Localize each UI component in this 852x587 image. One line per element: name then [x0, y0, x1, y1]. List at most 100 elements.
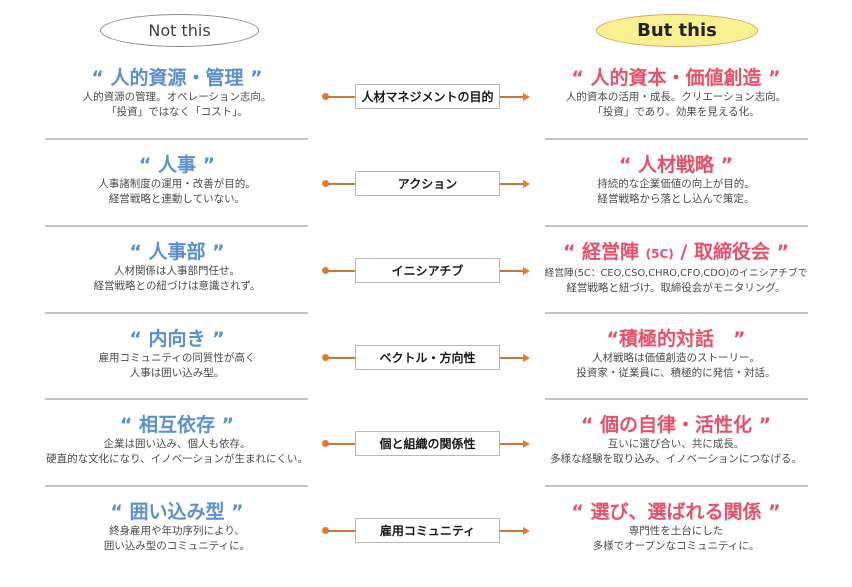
old-title: “ 人事 ”: [138, 154, 216, 176]
comparison-row-vector: “ 内向き ” 雇用コミュニティの同質性が高く 人事は囲い込み型。 ベクトル・方…: [0, 327, 852, 414]
title-part-small: (5C): [645, 247, 674, 261]
connector-line: [500, 357, 524, 359]
new-approach: “ 経営陣 (5C) / 取締役会 ” 経営陣(5C：CEO,CSO,CHRO,…: [531, 240, 821, 296]
new-approach: “ 人的資本・価値創造 ” 人的資本の活用・成長。クリエーション志向。 「投資」…: [531, 66, 821, 120]
new-title: “ 人的資本・価値創造 ”: [571, 67, 781, 89]
category-box: 個と組織の関係性: [355, 431, 500, 456]
comparison-row-community: “ 囲い込み型 ” 終身雇用や年功序列により、 囲い込み型のコミュニティに。 雇…: [0, 500, 852, 587]
new-title: “ 人材戦略 ”: [618, 154, 734, 176]
connector-line: [325, 270, 355, 272]
old-title: “ 相互依存 ”: [119, 414, 235, 436]
not-this-header: Not this: [100, 14, 259, 47]
new-approach: “ 選び、選ばれる関係 ” 専門性を土台にした 多様でオープンなコミュニティに。: [531, 500, 821, 554]
new-desc-line: 多様な経験を取り込み、イノベーションにつなげる。: [550, 453, 802, 465]
new-title: “ 選び、選ばれる関係 ”: [571, 501, 781, 523]
category-box: ベクトル・方向性: [355, 345, 500, 370]
new-desc-line: 持続的な企業価値の向上が目的。: [597, 178, 755, 190]
connector-line: [325, 183, 355, 185]
old-title: “ 人的資源・管理 ”: [91, 67, 263, 89]
category-label: 雇用コミュニティ: [379, 524, 476, 538]
row-divider: [45, 485, 308, 487]
new-desc-line: 「投資」であり、効果を見える化。: [592, 106, 760, 118]
title-part: “ 経営陣: [562, 241, 646, 263]
old-desc-line: 人材関係は人事部門任せ。: [114, 265, 240, 277]
old-approach: “ 相互依存 ” 企業は囲い込み、個人も依存。 硬直的な文化になり、イノベーショ…: [32, 413, 322, 467]
new-title: “ 経営陣 (5C) / 取締役会 ”: [531, 240, 821, 266]
connector-line: [500, 530, 524, 532]
row-divider: [45, 138, 308, 140]
title-part: / 取締役会 ”: [673, 241, 790, 263]
old-desc-line: 「投資」ではなく「コスト」。: [106, 106, 248, 118]
old-desc-line: 人事は囲い込み型。: [129, 367, 225, 379]
old-approach: “ 人事部 ” 人材関係は人事部門任せ。 経営戦略との紐づけは意識されず。: [32, 240, 322, 294]
old-desc-line: 雇用コミュニティの同質性が高く: [98, 352, 256, 364]
connector-line: [325, 357, 355, 359]
arrow-right-icon: [523, 527, 530, 535]
category-box: イニシアチブ: [355, 258, 500, 283]
new-desc-line: 投資家・従業員に、積極的に発信・対話。: [576, 367, 776, 379]
new-desc-line: 多様でオープンなコミュニティに。: [592, 540, 760, 552]
old-approach: “ 内向き ” 雇用コミュニティの同質性が高く 人事は囲い込み型。: [32, 327, 322, 381]
but-this-label: But this: [637, 20, 717, 41]
old-title: “ 人事部 ”: [129, 241, 225, 263]
connector-line: [325, 96, 355, 98]
row-divider: [45, 398, 308, 400]
old-approach: “ 人的資源・管理 ” 人的資源の管理。オペレーション志向。 「投資」ではなく「…: [32, 66, 322, 120]
new-title: “積極的対話 ”: [606, 328, 746, 350]
new-desc-line: 互いに選び合い、共に成長。: [607, 438, 745, 450]
new-approach: “ 人材戦略 ” 持続的な企業価値の向上が目的。 経営戦略から落とし込んで策定。: [531, 153, 821, 207]
new-approach: “積極的対話 ” 人材戦略は価値創造のストーリー。 投資家・従業員に、積極的に発…: [531, 327, 821, 381]
not-this-label: Not this: [148, 21, 211, 40]
connector-line: [500, 270, 524, 272]
old-desc-line: 経営戦略と連動していない。: [108, 193, 246, 205]
new-desc-line: 経営戦略と紐づけ。取締役会がモニタリング。: [566, 282, 786, 294]
old-desc-line: 経営戦略との紐づけは意識されず。: [93, 280, 261, 292]
category-label: 人材マネジメントの目的: [361, 90, 494, 104]
category-box: 雇用コミュニティ: [355, 518, 500, 543]
old-desc-line: 人的資源の管理。オペレーション志向。: [82, 91, 272, 103]
old-approach: “ 人事 ” 人事諸制度の運用・改善が目的。 経営戦略と連動していない。: [32, 153, 322, 207]
comparison-row-relationship: “ 相互依存 ” 企業は囲い込み、個人も依存。 硬直的な文化になり、イノベーショ…: [0, 413, 852, 500]
connector-line: [500, 443, 524, 445]
old-desc-line: 囲い込み型のコミュニティに。: [103, 540, 251, 552]
arrow-right-icon: [523, 180, 530, 188]
category-label: イニシアチブ: [391, 264, 464, 278]
arrow-right-icon: [523, 354, 530, 362]
new-desc-line: 経営戦略から落とし込んで策定。: [597, 193, 755, 205]
comparison-row-purpose: “ 人的資源・管理 ” 人的資源の管理。オペレーション志向。 「投資」ではなく「…: [0, 66, 852, 153]
new-approach: “ 個の自律・活性化 ” 互いに選び合い、共に成長。 多様な経験を取り込み、イノ…: [531, 413, 821, 467]
category-label: ベクトル・方向性: [379, 351, 476, 365]
connector-line: [325, 530, 355, 532]
new-desc-line: 人材戦略は価値創造のストーリー。: [592, 352, 760, 364]
comparison-row-action: “ 人事 ” 人事諸制度の運用・改善が目的。 経営戦略と連動していない。 アクシ…: [0, 153, 852, 240]
row-divider: [545, 398, 808, 400]
arrow-right-icon: [523, 93, 530, 101]
row-divider: [45, 225, 308, 227]
old-approach: “ 囲い込み型 ” 終身雇用や年功序列により、 囲い込み型のコミュニティに。: [32, 500, 322, 554]
old-desc-line: 硬直的な文化になり、イノベーションが生まれにくい。: [46, 453, 308, 465]
old-desc-line: 終身雇用や年功序列により、: [109, 525, 245, 537]
row-divider: [45, 312, 308, 314]
category-label: アクション: [397, 177, 458, 191]
row-divider: [545, 138, 808, 140]
row-divider: [545, 225, 808, 227]
new-desc-line: 人的資本の活用・成長。クリエーション志向。: [565, 91, 787, 103]
row-divider: [545, 312, 808, 314]
category-label: 個と組織の関係性: [379, 437, 476, 451]
new-title: “ 個の自律・活性化 ”: [580, 414, 772, 436]
comparison-row-initiative: “ 人事部 ” 人材関係は人事部門任せ。 経営戦略との紐づけは意識されず。 イニ…: [0, 240, 852, 327]
old-desc-line: 人事諸制度の運用・改善が目的。: [98, 178, 256, 190]
old-desc-line: 企業は囲い込み、個人も依存。: [103, 438, 251, 450]
new-desc-line: 専門性を土台にした: [628, 525, 724, 537]
old-title: “ 囲い込み型 ”: [110, 501, 244, 523]
connector-line: [325, 443, 355, 445]
category-box: 人材マネジメントの目的: [355, 84, 500, 109]
arrow-right-icon: [523, 267, 530, 275]
row-divider: [545, 485, 808, 487]
connector-line: [500, 96, 524, 98]
old-title: “ 内向き ”: [129, 328, 225, 350]
arrow-right-icon: [523, 440, 530, 448]
new-desc-line: 経営陣(5C：CEO,CSO,CHRO,CFO,CDO)のイニシアチブで: [544, 268, 808, 279]
connector-line: [500, 183, 524, 185]
but-this-header: But this: [596, 14, 758, 47]
